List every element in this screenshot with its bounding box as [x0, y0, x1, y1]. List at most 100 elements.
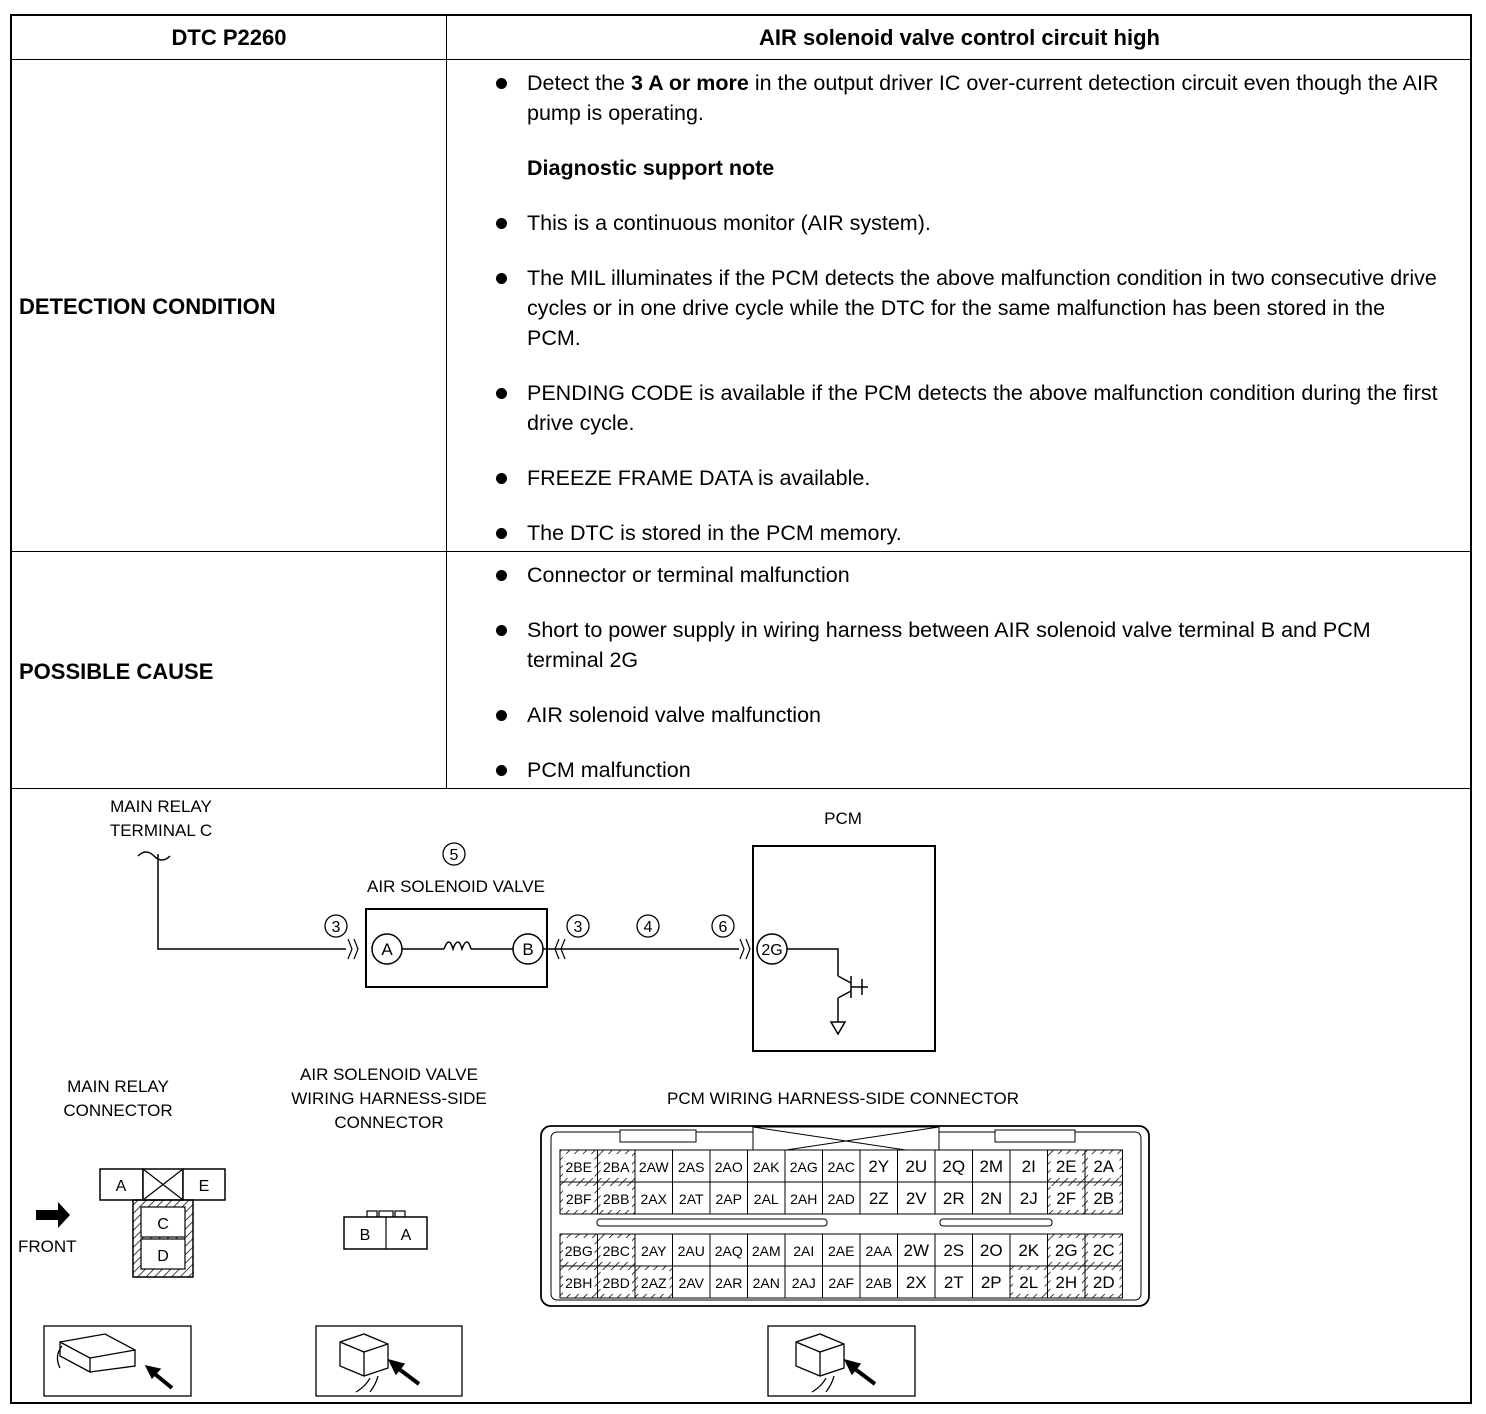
- pcm-pin-label: 2AY: [641, 1243, 667, 1259]
- pcm-pin-label: 2S: [943, 1241, 964, 1260]
- pcm-pin-label: 2F: [1056, 1189, 1076, 1208]
- list-item: FREEZE FRAME DATA is available.: [490, 463, 1440, 493]
- pcm-pin-label: 2AE: [828, 1243, 854, 1259]
- pcm-pin-label: 2N: [980, 1189, 1002, 1208]
- list-item: PENDING CODE is available if the PCM det…: [490, 378, 1440, 438]
- circled-number-3a: 3: [324, 914, 348, 938]
- pcm-pin-label: 2AR: [715, 1275, 742, 1291]
- list-item: Connector or terminal malfunction: [490, 560, 1440, 590]
- pcm-pin-label: 2AC: [828, 1159, 855, 1175]
- pcm-pin-label: 2G: [1055, 1241, 1078, 1260]
- pcm-pin-label: 2AJ: [792, 1275, 816, 1291]
- pcm-pin-label: 2AX: [641, 1191, 668, 1207]
- pcm-connector-label: PCM WIRING HARNESS-SIDE CONNECTOR: [667, 1089, 1019, 1108]
- pcm-pin-label: 2T: [944, 1273, 964, 1292]
- pcm-pin-label: 2C: [1093, 1241, 1115, 1260]
- pcm-pin-label: 2L: [1019, 1273, 1038, 1292]
- svg-text:D: D: [157, 1248, 169, 1265]
- pcm-pin-label: 2AU: [678, 1243, 705, 1259]
- pcm-pin-label: 2BC: [603, 1243, 630, 1259]
- pcm-pin-label: 2BG: [565, 1243, 593, 1259]
- pcm-pin-label: 2AT: [679, 1191, 704, 1207]
- pcm-pin-label: 2BF: [566, 1191, 592, 1207]
- terminal-a: A: [371, 933, 403, 965]
- pcm-pin-label: 2AP: [716, 1191, 742, 1207]
- air-connector-view-icon: [315, 1325, 463, 1397]
- pcm-pin-label: 2AF: [828, 1275, 854, 1291]
- pcm-pin-label: 2AA: [866, 1243, 893, 1259]
- wiring-diagram: MAIN RELAY TERMINAL C 5 3 3 4 6 AIR SOLE…: [18, 797, 1150, 1397]
- relay-connector-view-icon: [43, 1325, 192, 1397]
- pcm-pin-label: 2BE: [566, 1159, 592, 1175]
- pcm-pin-label: 2V: [906, 1189, 927, 1208]
- svg-text:A: A: [381, 940, 393, 959]
- circled-number-3b: 3: [566, 914, 590, 938]
- svg-text:3: 3: [332, 919, 341, 936]
- pcm-connector-view-icon: [767, 1325, 916, 1397]
- solenoid-coil-icon: [443, 941, 472, 952]
- pcm-pin-label: 2A: [1093, 1157, 1114, 1176]
- svg-text:6: 6: [719, 919, 728, 936]
- main-relay-connector-label-2: CONNECTOR: [63, 1101, 172, 1120]
- main-relay-connector-face: A E C D: [99, 1168, 226, 1278]
- pcm-pin-label: 2AL: [754, 1191, 779, 1207]
- svg-text:4: 4: [644, 919, 653, 936]
- svg-text:C: C: [157, 1216, 169, 1233]
- dtc-code-header: DTC P2260: [171, 25, 287, 50]
- svg-text:A: A: [401, 1227, 412, 1244]
- pcm-pin-label: 2AI: [793, 1243, 814, 1259]
- terminal-b: B: [512, 933, 544, 965]
- pcm-pin-label: 2BA: [603, 1159, 630, 1175]
- svg-text:5: 5: [450, 847, 459, 864]
- circled-number-4: 4: [636, 914, 660, 938]
- pcm-pin-label: 2P: [981, 1273, 1002, 1292]
- air-solenoid-valve-box: [365, 908, 548, 988]
- list-item: AIR solenoid valve malfunction: [490, 700, 1440, 730]
- pcm-pin-label: 2D: [1093, 1273, 1115, 1292]
- pcm-box: [752, 845, 936, 1052]
- list-item: The DTC is stored in the PCM memory.: [490, 518, 1440, 548]
- row-divider-1: [12, 551, 1470, 552]
- pcm-pin-label: 2K: [1018, 1241, 1039, 1260]
- air-solenoid-connector-face: B A: [343, 1210, 428, 1250]
- svg-text:E: E: [199, 1178, 210, 1195]
- pcm-pin-label: 2AK: [753, 1159, 780, 1175]
- pcm-pin-label: 2AB: [866, 1275, 892, 1291]
- main-relay-terminal-label-1: MAIN RELAY: [110, 797, 212, 816]
- terminal-2g: 2G: [756, 933, 788, 965]
- pcm-pin-label: 2BH: [565, 1275, 592, 1291]
- pcm-pin-label: 2AO: [715, 1159, 743, 1175]
- pcm-pin-label: 2AM: [752, 1243, 781, 1259]
- list-item: PCM malfunction: [490, 755, 1440, 785]
- pcm-pin-label: 2Y: [868, 1157, 889, 1176]
- circled-number-6: 6: [711, 914, 735, 938]
- front-arrow-icon: [36, 1202, 70, 1228]
- pcm-pin-label: 2W: [904, 1241, 930, 1260]
- svg-text:3: 3: [574, 919, 583, 936]
- pcm-pin-label: 2AG: [790, 1159, 818, 1175]
- connector-symbol-left: [347, 938, 359, 960]
- pcm-pin-label: 2H: [1055, 1273, 1077, 1292]
- main-relay-connector-label-1: MAIN RELAY: [67, 1077, 169, 1096]
- row-divider-2: [12, 788, 1470, 789]
- pcm-pin-label: 2B: [1093, 1189, 1114, 1208]
- list-item: This is a continuous monitor (AIR system…: [490, 208, 1440, 238]
- pcm-pin-label: 2X: [906, 1273, 927, 1292]
- pcm-pin-label: 2R: [943, 1189, 965, 1208]
- pcm-pin-label: 2BB: [603, 1191, 629, 1207]
- pcm-pin-label: 2AS: [678, 1159, 704, 1175]
- pcm-pin-label: 2AN: [753, 1275, 780, 1291]
- detection-condition-list: Detect the 3 A or more in the output dri…: [490, 68, 1440, 548]
- air-connector-label-2: WIRING HARNESS-SIDE: [291, 1089, 487, 1108]
- pcm-pin-label: 2I: [1022, 1157, 1036, 1176]
- svg-text:2G: 2G: [761, 942, 782, 959]
- pcm-pin-label: 2AW: [639, 1159, 670, 1175]
- front-label: FRONT: [18, 1237, 77, 1256]
- pcm-pin-label: 2AZ: [641, 1275, 667, 1291]
- pcm-pin-label: 2BD: [603, 1275, 630, 1291]
- pcm-pin-label: 2M: [979, 1157, 1003, 1176]
- column-divider: [446, 16, 447, 788]
- transistor-symbol: [787, 948, 868, 1036]
- diagnostic-note-heading: Diagnostic support note: [527, 156, 775, 180]
